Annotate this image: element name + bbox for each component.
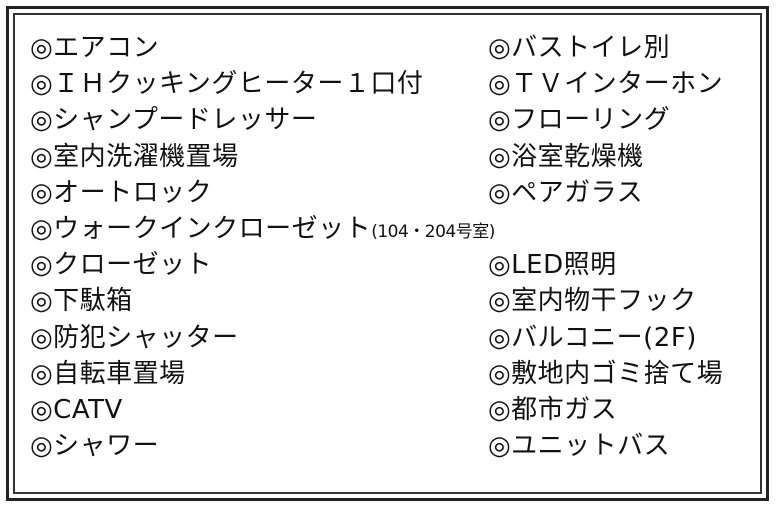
amenity-air-conditioner: ◎エアコン [30,33,160,63]
amenity-spacer [488,211,723,247]
amenity-closet: ◎クローゼット [30,250,213,281]
amenity-pair-glass: ◎ペアガラス [488,177,644,208]
amenity-indoor-washer-space: ◎室内洗濯機置場 [30,141,239,172]
amenities-right-column: ◎バストイレ別 ◎ＴＶインターホン ◎フローリング ◎浴室乾燥機 ◎ペアガラス … [488,30,723,464]
amenity-indoor-drying-hook: ◎室内物干フック [488,286,697,317]
amenity-bicycle-parking: ◎自転車置場 [30,358,186,389]
amenity-bathroom-dryer: ◎浴室乾燥機 [488,141,644,172]
amenity-flooring: ◎フローリング [488,105,671,136]
amenity-walk-in-closet: ◎ウォークインクローゼット(104・204号室) [30,211,495,247]
amenity-shower: ◎シャワー [30,431,160,462]
outer-border [6,6,769,501]
inner-border [13,13,762,494]
amenity-tv-intercom: ◎ＴＶインターホン [488,69,724,100]
amenities-left-column: ◎エアコン ◎ＩＨクッキングヒーター１口付 ◎シャンプードレッサー ◎室内洗濯機… [30,30,495,464]
walk-in-closet-room-note: (104・204号室) [371,221,495,242]
amenity-security-shutter: ◎防犯シャッター [30,322,239,353]
amenity-balcony: ◎バルコニー(2F) [488,322,697,353]
amenity-catv: ◎CATV [30,394,123,425]
amenity-separate-bath-toilet: ◎バストイレ別 [488,33,671,63]
amenity-auto-lock: ◎オートロック [30,177,213,208]
amenity-city-gas: ◎都市ガス [488,394,618,425]
amenity-shampoo-dresser: ◎シャンプードレッサー [30,105,318,136]
amenity-unit-bath: ◎ユニットバス [488,431,671,462]
amenity-garbage-area: ◎敷地内ゴミ捨て場 [488,358,724,389]
amenity-ih-cooktop: ◎ＩＨクッキングヒーター１口付 [30,69,424,100]
amenity-led-lighting: ◎LED照明 [488,250,617,281]
amenity-shoe-box: ◎下駄箱 [30,286,133,317]
amenity-walk-in-closet-label: ◎ウォークインクローゼット [30,213,372,244]
